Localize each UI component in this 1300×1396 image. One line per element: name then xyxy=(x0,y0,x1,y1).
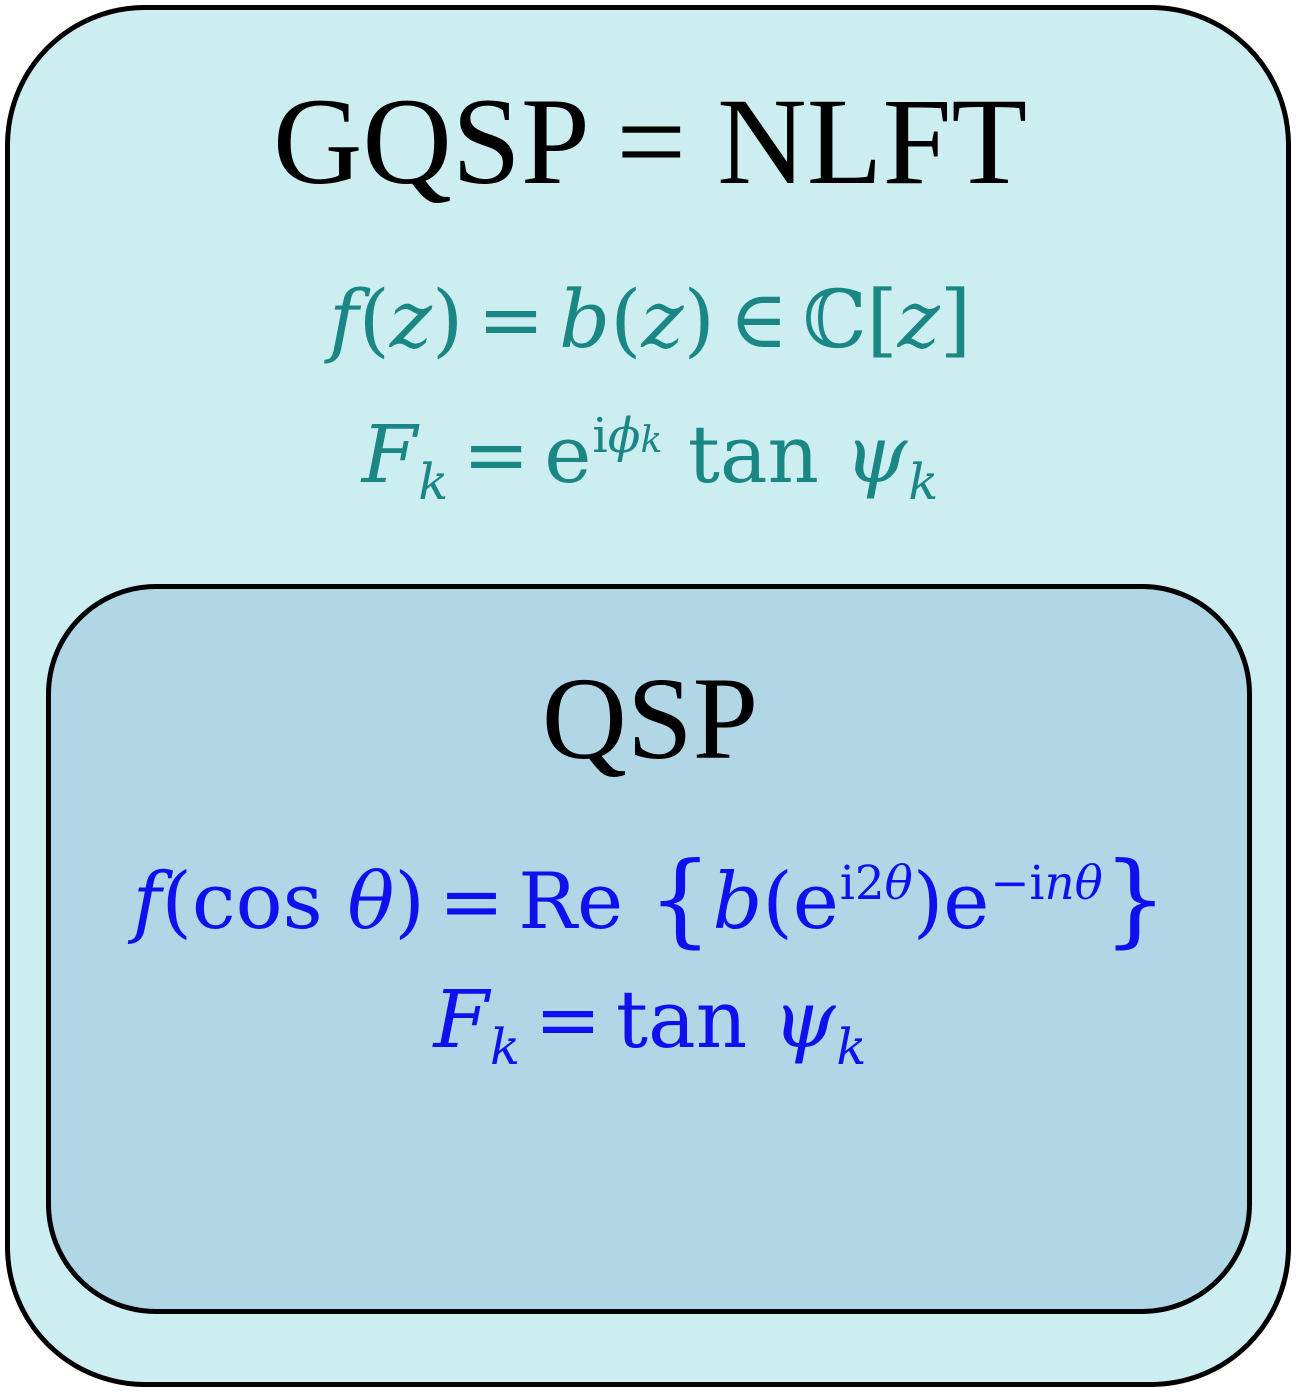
outer-formula-coefficient: Fk=eiϕk tan ψk xyxy=(361,408,939,511)
inner-formula-coefficient: Fk=tan ψk xyxy=(433,973,867,1076)
outer-formula-function: f(z)=b(z)∈ℂ[z] xyxy=(328,273,972,366)
outer-title: GQSP = NLFT xyxy=(272,73,1028,210)
inner-title: QSP xyxy=(541,653,759,784)
qsp-region xyxy=(46,584,1252,1314)
inner-formula-function: f(cos θ)=Re {b(ei2θ)e−inθ} xyxy=(132,840,1168,959)
